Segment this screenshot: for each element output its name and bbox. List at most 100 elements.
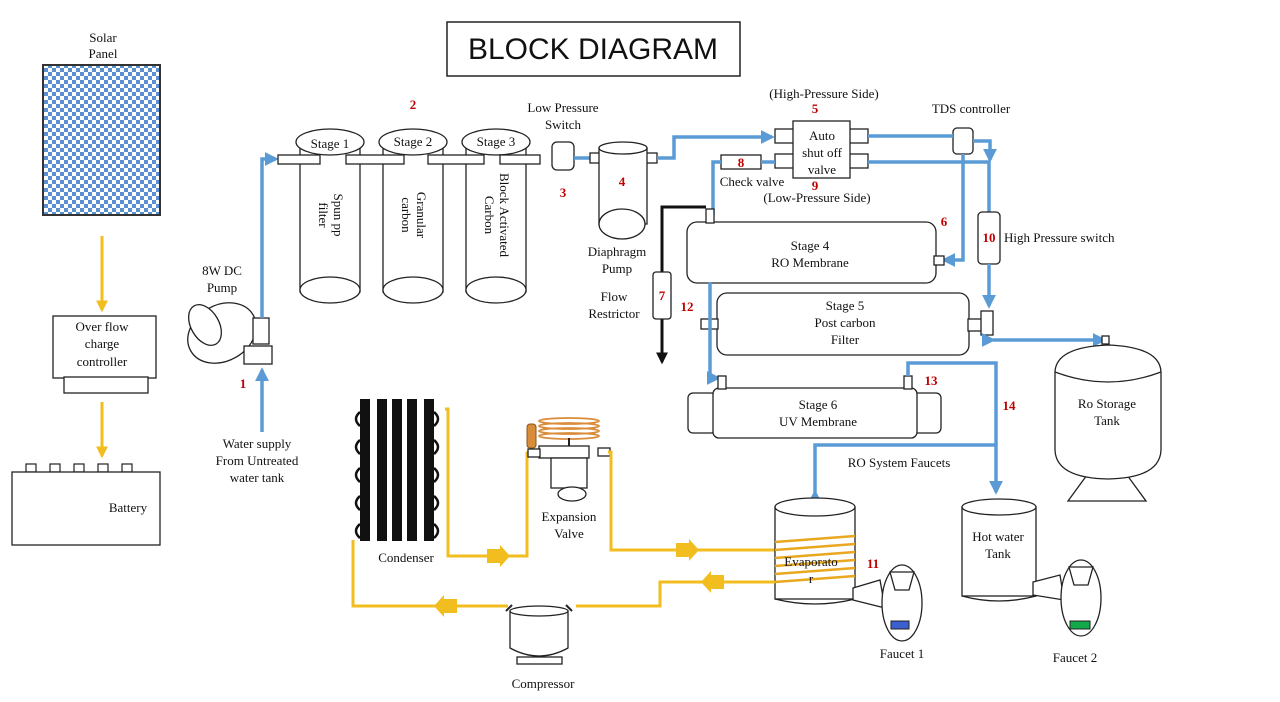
water-supply-label-1: Water supply bbox=[223, 436, 292, 451]
battery-terminals bbox=[25, 463, 133, 473]
expansion-valve-label-2: Valve bbox=[554, 526, 584, 541]
refrigerant-arrow-right-1 bbox=[487, 545, 510, 567]
faucet-2 bbox=[1032, 559, 1102, 637]
stage-4-label-1: Stage 4 bbox=[791, 238, 830, 253]
diaphragm-pump bbox=[589, 141, 658, 240]
tds-controller bbox=[952, 127, 974, 155]
evaporator-label-2: r bbox=[809, 571, 814, 586]
refrigerant-valve-to-evaporator bbox=[608, 450, 775, 552]
stage-6-label-1: Stage 6 bbox=[799, 397, 838, 412]
evaporator bbox=[774, 497, 856, 605]
low-pressure-switch-label-1: Low Pressure bbox=[527, 100, 598, 115]
number-11-faucet: 11 bbox=[867, 556, 879, 571]
solar-panel-label-2: Panel bbox=[89, 46, 118, 61]
number-9: 9 bbox=[812, 178, 819, 193]
compressor bbox=[505, 604, 573, 665]
number-3: 3 bbox=[560, 185, 567, 200]
dc-pump-label-2: Pump bbox=[207, 280, 237, 295]
svg-text:carbon: carbon bbox=[399, 197, 414, 233]
stage-3-label: Stage 3 bbox=[477, 134, 516, 149]
stage-1-body-text: Spun pp filter bbox=[316, 194, 346, 237]
stage5-right-port bbox=[967, 318, 983, 332]
auto-valve-label-1: Auto bbox=[809, 128, 835, 143]
hot-water-tank-label-2: Tank bbox=[985, 546, 1011, 561]
diaphragm-pump-label-1: Diaphragm bbox=[588, 244, 646, 259]
stage-4-label-2: RO Membrane bbox=[771, 255, 849, 270]
number-8: 8 bbox=[738, 155, 745, 170]
faucet-1-label: Faucet 1 bbox=[880, 646, 924, 661]
refrigerant-condenser-to-valve bbox=[445, 407, 532, 558]
title-box bbox=[446, 21, 741, 77]
low-pressure-switch bbox=[551, 141, 575, 171]
stage-5-label-2: Post carbon bbox=[814, 315, 876, 330]
stage-5-label-1: Stage 5 bbox=[826, 298, 865, 313]
tds-to-switch-line bbox=[973, 139, 997, 163]
pump-to-stage1-line bbox=[260, 152, 279, 318]
stage-2-filter bbox=[378, 128, 448, 304]
svg-text:Spun pp: Spun pp bbox=[331, 194, 346, 237]
flow-restrictor-label-2: Restrictor bbox=[588, 306, 640, 321]
filter-housing-connectors bbox=[277, 154, 541, 165]
stage5-right-cap bbox=[980, 310, 994, 336]
compressor-label: Compressor bbox=[512, 676, 576, 691]
number-7: 7 bbox=[659, 288, 666, 303]
number-1: 1 bbox=[240, 376, 247, 391]
expansion-valve-label-1: Expansion bbox=[542, 509, 597, 524]
solar-panel bbox=[42, 64, 161, 216]
number-2: 2 bbox=[410, 97, 417, 112]
stage-2-body-text: Granular carbon bbox=[399, 192, 429, 239]
auto-valve-label-3: valve bbox=[808, 162, 836, 177]
number-12: 12 bbox=[681, 299, 694, 314]
ro-to-check-valve-line bbox=[711, 160, 721, 215]
condenser bbox=[354, 399, 440, 541]
stage-1-label: Stage 1 bbox=[311, 136, 350, 151]
number-5: 5 bbox=[812, 101, 819, 116]
tds-controller-label: TDS controller bbox=[932, 101, 1011, 116]
number-4: 4 bbox=[619, 174, 626, 189]
svg-text:filter: filter bbox=[316, 202, 331, 228]
uv-outlet-line bbox=[906, 361, 998, 445]
check-valve-label: Check valve bbox=[720, 174, 785, 189]
diagram-title: BLOCK DIAGRAM bbox=[468, 33, 718, 66]
pump-to-valve-line bbox=[657, 130, 775, 160]
charge-controller-label-1: Over flow bbox=[75, 319, 129, 334]
ro-to-stage6-line bbox=[706, 282, 721, 385]
flow-restrictor bbox=[652, 271, 672, 320]
low-pressure-side-label: (Low-Pressure Side) bbox=[763, 190, 870, 205]
ro-membrane bbox=[686, 221, 937, 284]
faucet-1 bbox=[852, 564, 923, 642]
water-supply-label-3: water tank bbox=[230, 470, 285, 485]
hot-water-tank bbox=[961, 498, 1037, 602]
svg-text:Granular: Granular bbox=[414, 192, 429, 239]
auto-valve-label-2: shut off bbox=[802, 145, 843, 160]
number-14: 14 bbox=[1003, 398, 1017, 413]
charge-controller-label-2: charge bbox=[85, 336, 120, 351]
dc-pump-label-1: 8W DC bbox=[202, 263, 242, 278]
ro-faucets-label: RO System Faucets bbox=[848, 455, 951, 470]
refrigerant-arrow-right-2 bbox=[676, 539, 699, 561]
dc-pump bbox=[187, 302, 273, 365]
battery bbox=[11, 471, 161, 546]
stage-3-body-text: Block Activated Carbon bbox=[482, 173, 512, 258]
stage-1-filter bbox=[295, 128, 365, 304]
svg-text:Carbon: Carbon bbox=[482, 196, 497, 235]
hot-water-tank-label-1: Hot water bbox=[972, 529, 1024, 544]
ro-outlet-port bbox=[933, 255, 945, 266]
ro-storage-tank bbox=[1054, 335, 1162, 502]
evaporator-label-1: Evaporato bbox=[784, 554, 837, 569]
high-pressure-switch-label: High Pressure switch bbox=[1004, 230, 1115, 245]
number-13: 13 bbox=[925, 373, 939, 388]
refrigerant-arrow-left-2 bbox=[434, 595, 457, 617]
ro-storage-label-1: Ro Storage bbox=[1078, 396, 1136, 411]
faucet-split-line bbox=[808, 443, 1003, 504]
stage-3-filter bbox=[461, 128, 531, 304]
flow-restrictor-label-1: Flow bbox=[601, 289, 628, 304]
diaphragm-pump-label-2: Pump bbox=[602, 261, 632, 276]
expansion-valve bbox=[526, 417, 611, 502]
number-10: 10 bbox=[983, 230, 996, 245]
faucet-2-label: Faucet 2 bbox=[1053, 650, 1097, 665]
charge-controller-base bbox=[63, 376, 149, 394]
high-pressure-side-label: (High-Pressure Side) bbox=[769, 86, 878, 101]
water-supply-label-2: From Untreated bbox=[216, 453, 299, 468]
